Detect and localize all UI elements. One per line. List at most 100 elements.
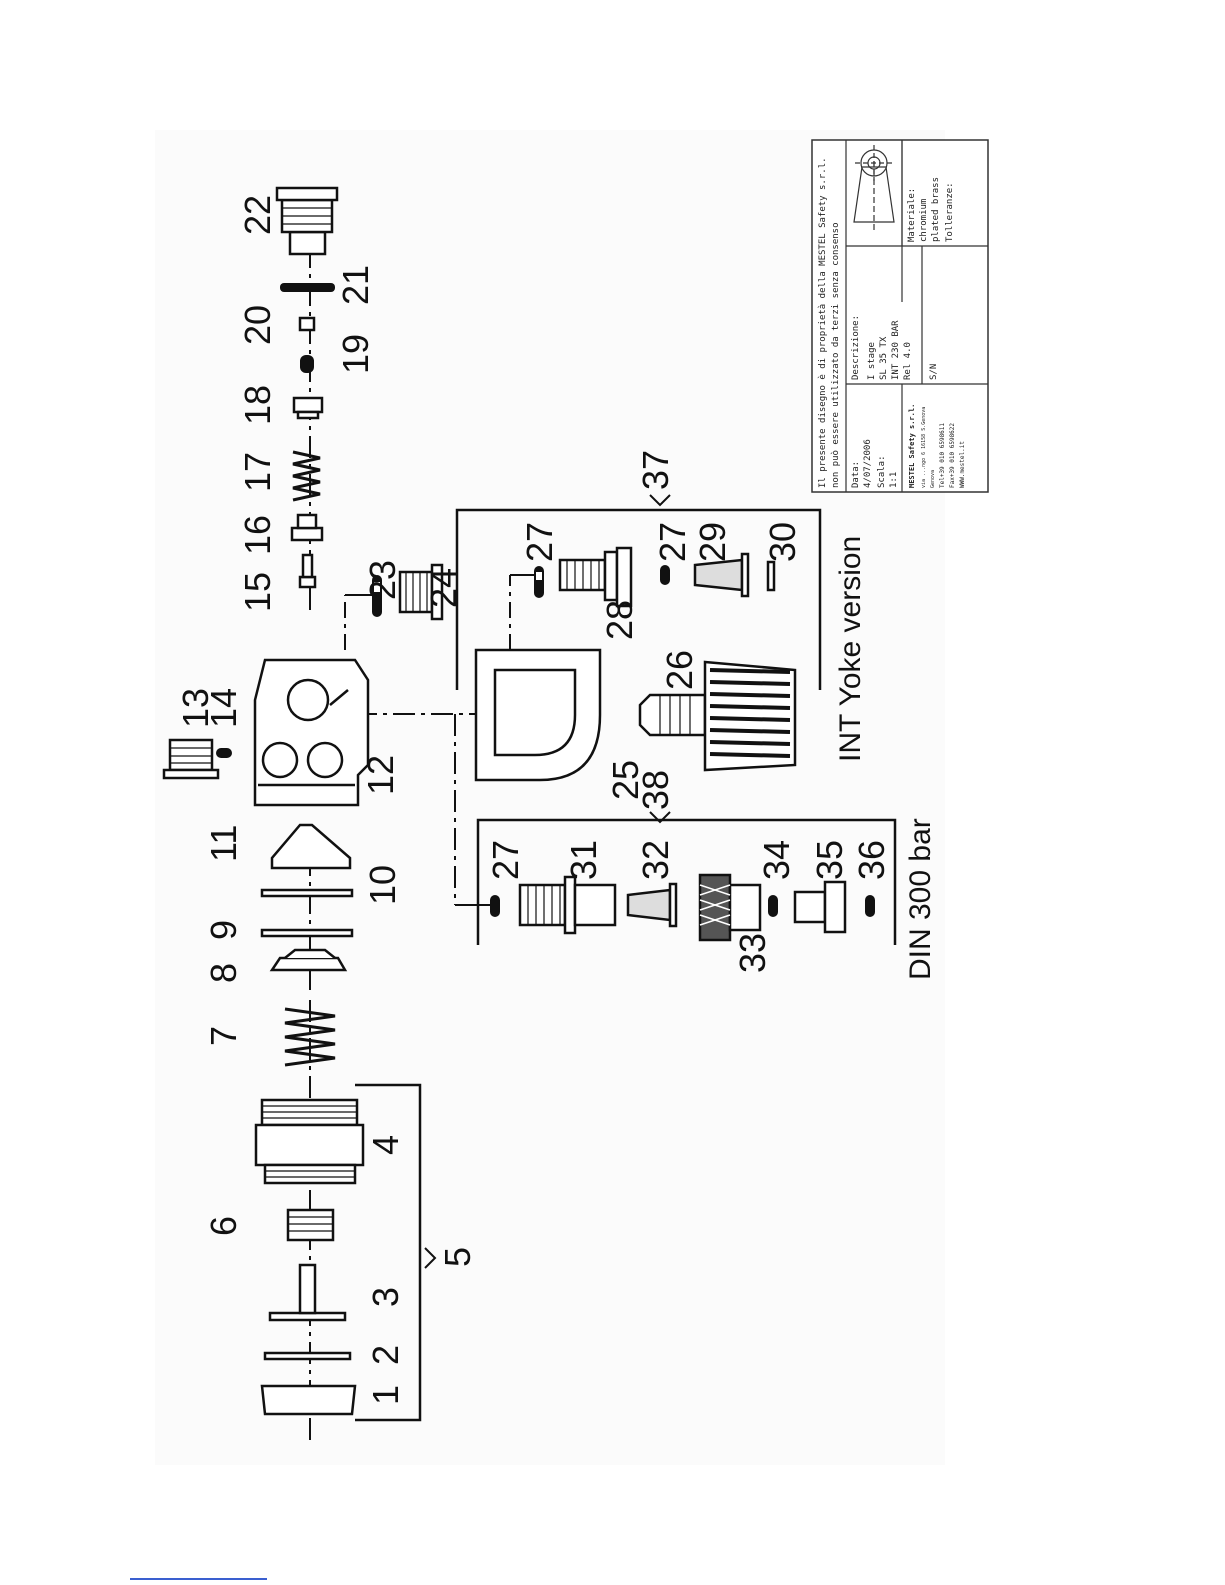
bracket-5 [355,1083,422,1422]
label-27a: 27 [519,522,560,562]
label-4: 4 [365,1135,406,1155]
tb-materiale-label: Materiale: [907,188,917,242]
label-21: 21 [335,265,376,305]
tb-scala-label: Scala: [877,455,887,488]
din-label: DIN 300 bar [904,818,937,980]
tb-data-value: 4/07/2006 [863,439,873,488]
part-15-pin [298,553,317,589]
label-37: 37 [635,450,676,490]
label-1: 1 [365,1385,406,1405]
part-12-body [253,658,370,807]
part-34-oring [768,895,778,917]
part-9-disc [260,928,354,938]
title-block: Il presente disegno è di proprietà della… [811,139,989,493]
label-22: 22 [237,195,278,235]
part-13-plug [162,738,220,780]
part-27-oring-a [534,566,544,598]
label-27b: 27 [652,522,693,562]
tb-descr-1: I stage [867,342,877,380]
tb-tolleranze-label: Tolleranze: [945,182,955,242]
label-23: 23 [362,560,403,600]
part-28-connector [558,546,633,608]
part-25-yoke [474,648,602,782]
label-13: 13 [175,688,216,728]
label-38: 38 [635,770,676,810]
part-3-piston [268,1263,347,1322]
label-32: 32 [635,840,676,880]
label-18: 18 [237,385,278,425]
part-11-diaphragm [270,823,352,870]
tb-notice-2: non può essere utilizzato da terzi senza… [830,222,841,488]
label-33: 33 [732,933,773,973]
part-10-disc [260,888,354,898]
footer-link-underline [130,1578,267,1580]
part-2-washer [263,1351,352,1361]
part-21-oring [280,283,335,292]
part-20-washer [298,316,316,332]
label-31: 31 [563,840,604,880]
part-27-oring-c [490,895,500,917]
part-6-bushing [286,1208,335,1242]
part-6-knurl [288,1216,333,1232]
tb-fax: Fax+39 010 6598622 [949,423,956,488]
part-31-connector [518,875,617,935]
label-14: 14 [203,688,244,728]
label-35: 35 [809,840,850,880]
tb-scala-value: 1:1 [889,472,899,488]
label-3: 3 [365,1287,406,1307]
label-15: 15 [237,572,278,612]
part-16-seat [290,513,324,542]
part-17-spring [292,450,321,502]
label-28: 28 [599,600,640,640]
part-32-filter [626,888,672,922]
part-36-oring [865,895,875,917]
part-26-grip [709,668,791,758]
part-35-plug [793,880,847,934]
part-18-valve [292,396,324,420]
label-16: 16 [237,515,278,555]
tb-company: MESTEL Safety s.r.l. [908,404,916,488]
label-27c: 27 [485,840,526,880]
bracket-37 [455,508,822,690]
part-27-oring-b [660,565,670,585]
label-20: 20 [237,305,278,345]
part-8-seat [269,948,348,972]
label-2: 2 [365,1345,406,1365]
part-labels: 1 2 3 4 5 6 7 8 9 10 11 12 13 14 15 16 1… [175,195,892,1405]
bracket-38 [476,818,897,945]
label-11: 11 [203,825,244,862]
part-4-thread [262,1105,357,1178]
label-24: 24 [423,568,464,608]
part-19-oring [300,355,314,373]
tb-address: via ...ngo 6 16158 S.Genova [921,407,927,488]
tb-descr-label: Descrizione: [851,315,861,380]
int-yoke-label: INT Yoke version [834,536,867,762]
label-10: 10 [362,865,403,905]
tb-data-label: Data: [851,461,861,488]
tb-materiale-2: plated brass [931,177,941,242]
part-29-filter [693,558,744,592]
part-30-clip [766,560,776,592]
part-22-connector [275,186,339,256]
label-25: 25 [605,760,646,800]
tb-city: Genova [930,470,936,488]
projection-circles-icon [855,145,893,181]
label-5: 5 [437,1247,478,1267]
part-1-cap [260,1384,357,1416]
label-17: 17 [237,452,278,492]
label-34: 34 [756,840,797,880]
label-7: 7 [203,1026,244,1046]
label-26: 26 [659,650,700,690]
tb-descr-4: Rel 4.0 [903,342,913,380]
tb-descr-3: INT 230 BAR [891,320,901,380]
tb-materiale-1: chromium [919,199,929,242]
label-8: 8 [203,963,244,983]
part-33-handwheel [698,873,762,942]
tb-notice-1: Il presente disegno è di proprietà della… [817,157,828,488]
tb-sn-label: S/N [929,364,939,380]
tb-tel: Tel+39 010 6598611 [939,423,946,488]
tb-descr-2: SL 35 TX [879,336,889,380]
label-12: 12 [360,755,401,795]
bracket-ticks [424,494,671,1269]
